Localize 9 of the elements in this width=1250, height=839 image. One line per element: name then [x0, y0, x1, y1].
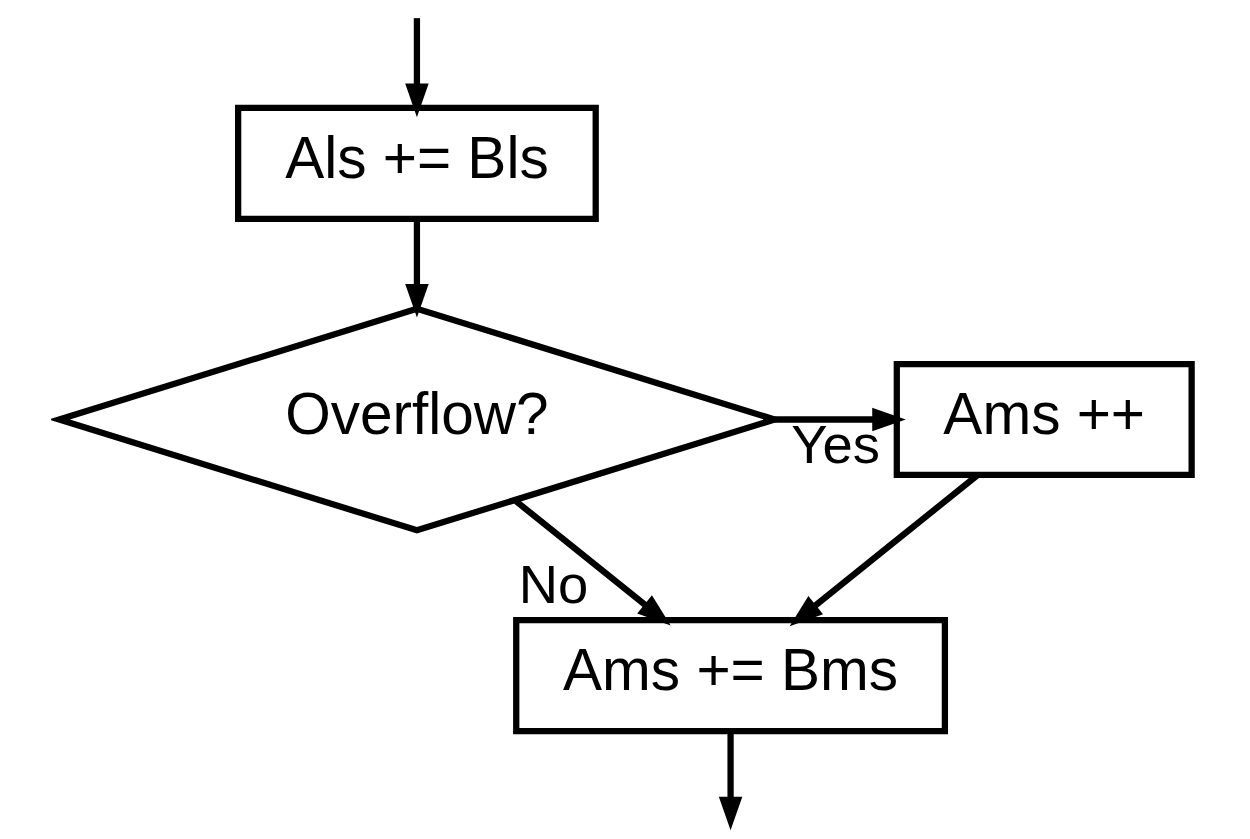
arrow	[774, 407, 906, 432]
edge-label: No	[518, 554, 588, 616]
node-box: Ams ++	[893, 360, 1195, 479]
node-box: Als += Bls	[234, 104, 599, 222]
arrow	[718, 731, 742, 831]
arrow	[512, 498, 671, 626]
node-box: Ams += Bms	[512, 617, 948, 735]
edge-label: Yes	[790, 413, 880, 475]
arrow	[404, 218, 429, 318]
